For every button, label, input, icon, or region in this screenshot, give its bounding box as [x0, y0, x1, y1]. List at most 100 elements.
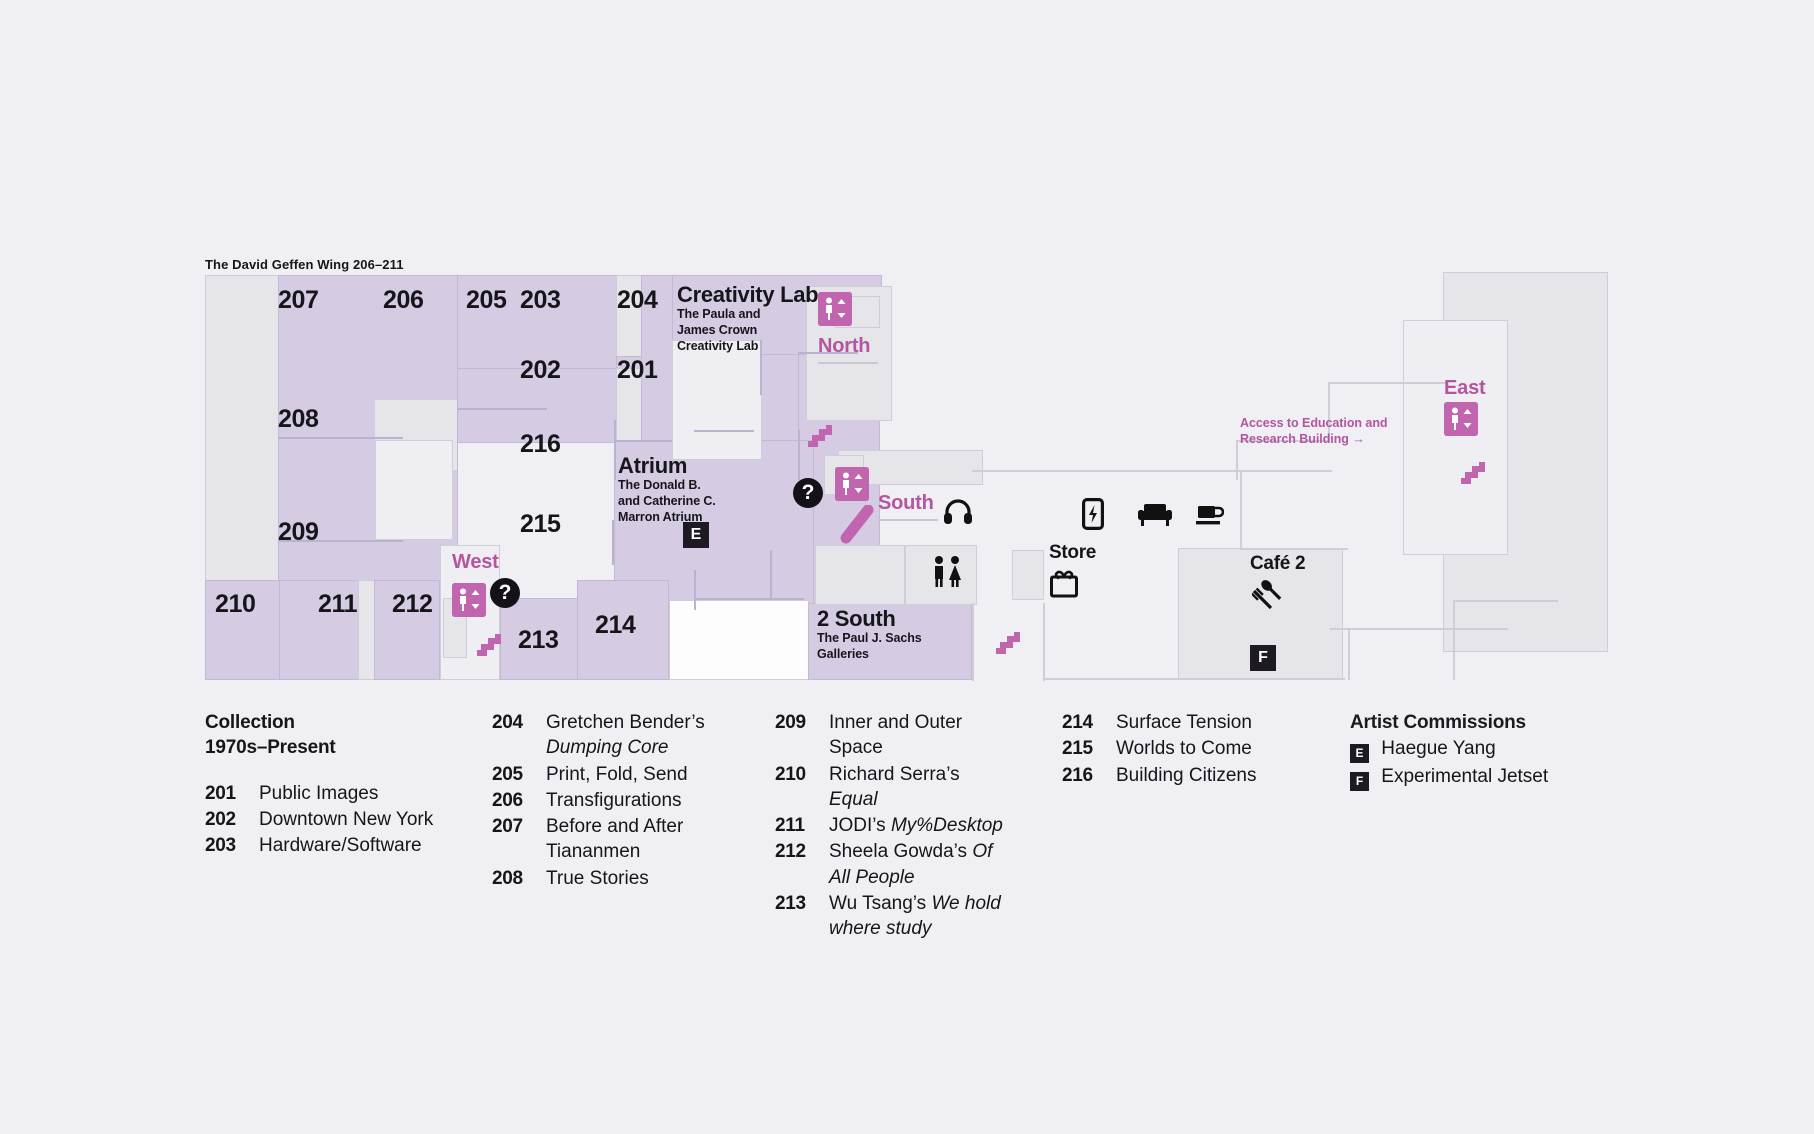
gift-bag-icon: [1049, 568, 1079, 598]
legend-row-commission-f[interactable]: F Experimental Jetset: [1350, 763, 1630, 792]
legend-heading-line-1: Collection: [205, 712, 295, 733]
gallery-206-lower: [457, 368, 617, 443]
corridor-line-lower: [1240, 548, 1348, 550]
corridor-gap-lower: [616, 368, 642, 443]
room-label-208: 208: [278, 405, 319, 433]
wall-tick-2: [278, 540, 403, 542]
gap-211-212: [358, 580, 375, 680]
wall-tick-4: [760, 340, 762, 395]
wing-title: The David Geffen Wing 206–211: [205, 257, 404, 272]
commission-badge-e-legend: E: [1350, 744, 1369, 764]
legend-column-4: 214 Surface Tension 215 Worlds to Come 2…: [1062, 710, 1272, 789]
legend-row-211[interactable]: 211 JODI’s My%Desktop: [775, 813, 1005, 838]
legend-row-204[interactable]: 204 Gretchen Bender’s Dumping Core: [492, 710, 722, 761]
legend-row-202[interactable]: 202 Downtown New York: [205, 807, 455, 832]
legend-row-215[interactable]: 215 Worlds to Come: [1062, 736, 1272, 761]
legend-text-213: Wu Tsang’s We hold where study: [829, 892, 1001, 940]
elevator-icon-west[interactable]: [452, 583, 486, 617]
legend-text-204: Gretchen Bender’s Dumping Core: [546, 712, 705, 759]
legend-num-202: 202: [205, 808, 236, 830]
legend-text-211: JODI’s My%Desktop: [829, 815, 1003, 837]
legend-row-201[interactable]: 201 Public Images: [205, 781, 455, 806]
commission-badge-f: F: [1250, 645, 1276, 671]
legend-num-216: 216: [1062, 764, 1093, 786]
atrium-title: Atrium: [618, 453, 688, 478]
store-vestibule: [1012, 550, 1044, 600]
wall-tick-6: [614, 420, 616, 480]
legend-row-216[interactable]: 216 Building Citizens: [1062, 763, 1272, 788]
legend-row-214[interactable]: 214 Surface Tension: [1062, 710, 1272, 735]
room-label-202: 202: [520, 356, 561, 384]
legend-text-205: Print, Fold, Send: [546, 763, 688, 785]
wall-tick-10: [770, 550, 772, 600]
legend-row-207[interactable]: 207 Before and After Tiananmen: [492, 814, 722, 865]
elevator-icon-north[interactable]: [818, 292, 852, 326]
two-south-area: [808, 603, 972, 680]
legend-row-206[interactable]: 206 Transfigurations: [492, 788, 722, 813]
legend-row-209[interactable]: 209 Inner and Outer Space: [775, 710, 1005, 761]
legend-text-210: Richard Serra’s Equal: [829, 763, 960, 810]
commission-badge-f-legend: F: [1350, 772, 1369, 792]
stairs-icon-west: [475, 627, 505, 662]
void-pale-b: [375, 440, 453, 540]
wall-tick-3: [457, 408, 547, 410]
wall-tick-11: [694, 598, 804, 600]
stairs-icon-north: [806, 418, 836, 453]
legend-heading-line-2: 1970s–Present: [205, 737, 336, 759]
cafe-label: Café 2: [1250, 553, 1306, 574]
atrium-sub-1: The Donald B.: [618, 478, 701, 492]
commission-badge-e: E: [683, 522, 709, 548]
restroom-icon: [930, 555, 966, 589]
legend-num-215: 215: [1062, 738, 1093, 760]
elevator-label-north: North: [818, 335, 871, 357]
east-lower-vertical2: [1453, 600, 1455, 680]
legend-num-205: 205: [492, 763, 523, 785]
legend-row-205[interactable]: 205 Print, Fold, Send: [492, 762, 722, 787]
legend-row-213[interactable]: 213 Wu Tsang’s We hold where study: [775, 891, 1005, 942]
gallery-212: [374, 580, 440, 680]
atrium-sub-2: and Catherine C.: [618, 494, 716, 508]
elevator-label-east: East: [1444, 377, 1486, 399]
charging-station-icon: [1082, 498, 1104, 530]
room-label-205: 205: [466, 286, 507, 314]
legend-text-haegue-yang: Haegue Yang: [1381, 738, 1496, 760]
legend-text-216: Building Citizens: [1116, 764, 1257, 786]
east-core-box: [1403, 320, 1508, 555]
stairs-icon-2south: [994, 625, 1024, 660]
legend-column-3: 209 Inner and Outer Space 210 Richard Se…: [775, 710, 1005, 942]
restroom-box-left: [815, 545, 905, 605]
legend-row-commission-e[interactable]: E Haegue Yang: [1350, 735, 1630, 764]
legend-text-203: Hardware/Software: [259, 835, 422, 857]
room-label-215: 215: [520, 510, 561, 538]
information-icon-atrium[interactable]: ?: [793, 478, 823, 508]
legend-num-208: 208: [492, 867, 523, 889]
legend-num-211: 211: [775, 815, 805, 837]
void-white-center: [669, 600, 809, 680]
map-legend: Collection 1970s–Present 201 Public Imag…: [0, 710, 1814, 939]
elevator-icon-south[interactable]: [835, 467, 869, 501]
gallery-210: [205, 580, 280, 680]
access-note-line-1: Access to Education and: [1240, 416, 1388, 430]
room-label-204: 204: [617, 286, 658, 314]
elevator-icon-east[interactable]: [1444, 402, 1478, 436]
legend-row-210[interactable]: 210 Richard Serra’s Equal: [775, 762, 1005, 813]
corridor-line-vertical: [1240, 470, 1242, 550]
legend-row-203[interactable]: 203 Hardware/Software: [205, 833, 455, 858]
stairs-icon-east: [1459, 455, 1489, 490]
wall-tick-1: [278, 437, 403, 439]
wall-tick-8: [612, 520, 614, 565]
legend-text-202: Downtown New York: [259, 808, 434, 830]
escalator-icon-south: [1455, 455, 1456, 473]
legend-text-215: Worlds to Come: [1116, 738, 1252, 760]
legend-text-212: Sheela Gowda’s Of All People: [829, 841, 993, 888]
legend-num-212: 212: [775, 841, 806, 863]
legend-text-214: Surface Tension: [1116, 712, 1252, 733]
east-lower-horizontal: [1453, 600, 1558, 602]
legend-row-212[interactable]: 212 Sheela Gowda’s Of All People: [775, 839, 1005, 890]
legend-column-2: 204 Gretchen Bender’s Dumping Core 205 P…: [492, 710, 722, 892]
information-icon-west[interactable]: ?: [490, 578, 520, 608]
legend-num-203: 203: [205, 835, 236, 857]
legend-row-208[interactable]: 208 True Stories: [492, 866, 722, 891]
access-note-line-2: Research Building →: [1240, 432, 1365, 446]
